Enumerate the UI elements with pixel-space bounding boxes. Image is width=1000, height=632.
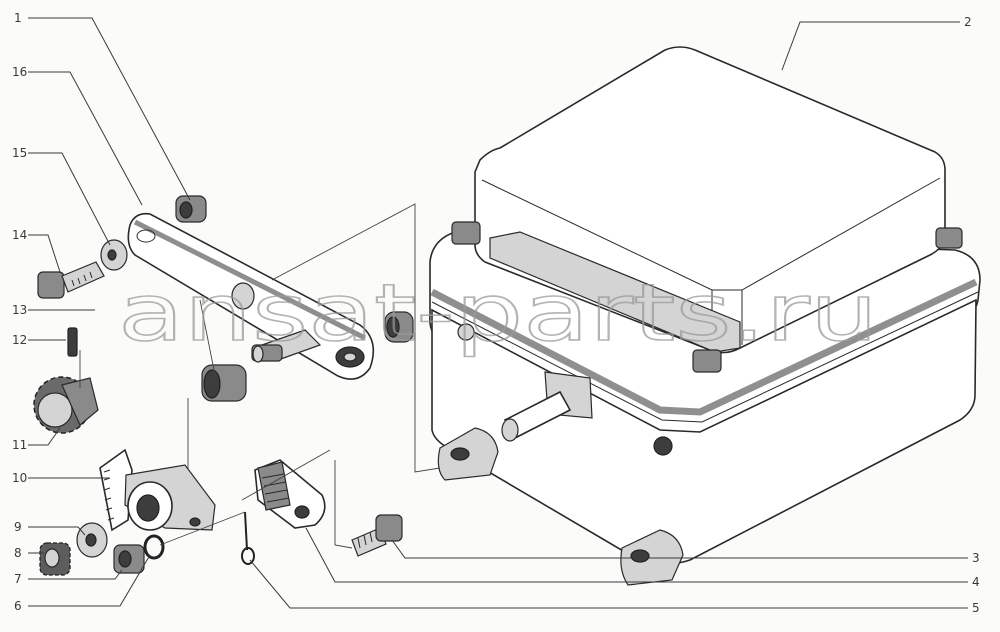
gear-part-11 [33, 376, 99, 434]
sector-arm-part-10 [99, 448, 216, 532]
nut-part-1 [175, 195, 207, 223]
leader-lines [28, 17, 968, 609]
callout-labels: 1 16 15 14 13 12 11 10 9 8 7 6 2 3 4 5 [12, 11, 980, 615]
callout-3: 3 [972, 551, 980, 565]
callout-8: 8 [14, 546, 22, 560]
callout-9: 9 [14, 520, 22, 534]
bushing-part-13 [201, 364, 247, 402]
callout-12: 12 [12, 333, 27, 347]
nut-part-7 [113, 544, 145, 574]
key-part-12 [67, 327, 78, 357]
callout-16: 16 [12, 65, 27, 79]
washer-on-plate [231, 282, 255, 310]
callout-15: 15 [12, 146, 27, 160]
callout-5: 5 [972, 601, 980, 615]
callout-10: 10 [12, 471, 27, 485]
callout-4: 4 [972, 575, 980, 589]
watermark-text: ansat-parts.ru [118, 269, 878, 359]
callout-2: 2 [964, 15, 972, 29]
callout-6: 6 [14, 599, 22, 613]
castle-nut-part-8 [39, 542, 71, 576]
washer-part-9 [76, 522, 108, 558]
callout-7: 7 [14, 572, 22, 586]
callout-13: 13 [12, 303, 27, 317]
toothed-link-part-4 [254, 459, 326, 529]
washer-part-15 [100, 239, 128, 271]
callout-11: 11 [12, 438, 27, 452]
spacer [384, 311, 414, 343]
cotter-pin-part-5 [241, 511, 255, 565]
callout-14: 14 [12, 228, 27, 242]
cover-housing [428, 46, 981, 586]
callout-1: 1 [14, 11, 22, 25]
bolt-part-14 [37, 261, 105, 299]
lock-washer-part-6 [143, 534, 165, 560]
bolt-part-3 [351, 514, 403, 557]
assembly-lines [79, 203, 441, 549]
